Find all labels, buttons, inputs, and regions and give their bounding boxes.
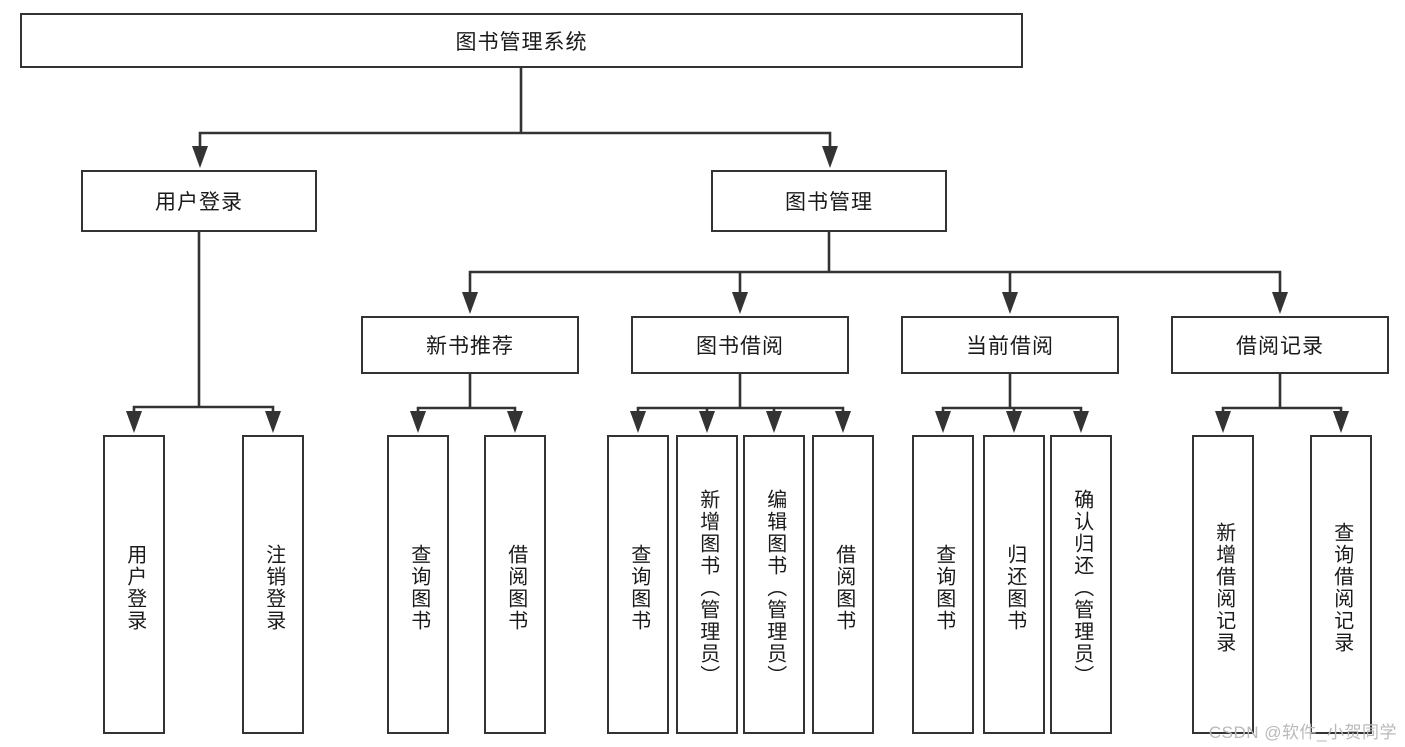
- arrow-to-leaf-borrow-book-2: [835, 411, 851, 433]
- arrow-to-leaf-query-book-3: [935, 411, 951, 433]
- node-label: 当前借阅: [966, 335, 1054, 358]
- node-label: 图书借阅: [696, 335, 784, 358]
- leaf-node-leaf-query-book-2[interactable]: 查询图书: [607, 435, 669, 734]
- level2-node-book-manage[interactable]: 图书管理: [711, 170, 947, 232]
- leaf-node-leaf-user-login[interactable]: 用户登录: [103, 435, 165, 734]
- arrow-to-leaf-return-book: [1006, 411, 1022, 433]
- node-label: 查询图书: [407, 543, 430, 632]
- node-label: 图书管理: [785, 191, 873, 214]
- arrow-to-leaf-confirm-return: [1073, 411, 1089, 433]
- arrow-to-leaf-user-login: [126, 411, 142, 433]
- leaf-node-leaf-borrow-book-2[interactable]: 借阅图书: [812, 435, 874, 734]
- node-label: 查询图书: [932, 543, 955, 632]
- leaf-node-leaf-logout[interactable]: 注销登录: [242, 435, 304, 734]
- arrow-to-borrow-record: [1272, 292, 1288, 314]
- connector-user-login-bus: [132, 230, 275, 427]
- arrow-to-book-borrow: [732, 292, 748, 314]
- arrow-to-user-login: [192, 146, 208, 168]
- node-label: 新书推荐: [426, 335, 514, 358]
- connector-root-bus: [198, 66, 832, 162]
- connector-new-book-rec-bus: [416, 372, 517, 427]
- leaf-node-leaf-add-record[interactable]: 新增借阅记录: [1192, 435, 1254, 734]
- level3-node-current-borrow[interactable]: 当前借阅: [901, 316, 1119, 374]
- leaf-node-leaf-borrow-book-1[interactable]: 借阅图书: [484, 435, 546, 734]
- arrow-to-leaf-query-record: [1333, 411, 1349, 433]
- arrow-to-leaf-edit-book: [766, 411, 782, 433]
- node-label: 新增借阅记录: [1212, 521, 1235, 654]
- arrow-to-new-book-rec: [462, 292, 478, 314]
- connector-book-manage-bus: [468, 230, 1282, 308]
- node-label: 借阅图书: [832, 543, 855, 632]
- node-label: 查询图书: [627, 543, 650, 632]
- connector-book-borrow-bus: [636, 372, 845, 427]
- leaf-node-leaf-query-record[interactable]: 查询借阅记录: [1310, 435, 1372, 734]
- leaf-node-leaf-edit-book[interactable]: 编辑图书（管理员）: [743, 435, 805, 734]
- level3-node-new-book-rec[interactable]: 新书推荐: [361, 316, 579, 374]
- arrow-to-leaf-add-record: [1215, 411, 1231, 433]
- arrow-to-leaf-logout: [265, 411, 281, 433]
- leaf-node-leaf-query-book-3[interactable]: 查询图书: [912, 435, 974, 734]
- node-label: 借阅图书: [504, 543, 527, 632]
- node-label: 确认归还（管理员）: [1070, 488, 1093, 687]
- node-label: 新增图书（管理员）: [696, 488, 719, 687]
- leaf-node-leaf-confirm-return[interactable]: 确认归还（管理员）: [1050, 435, 1112, 734]
- node-label: 用户登录: [155, 191, 243, 214]
- arrow-to-current-borrow: [1002, 292, 1018, 314]
- node-label: 用户登录: [123, 543, 146, 632]
- leaf-node-leaf-query-book-1[interactable]: 查询图书: [387, 435, 449, 734]
- leaf-node-leaf-add-book[interactable]: 新增图书（管理员）: [676, 435, 738, 734]
- node-label: 注销登录: [262, 543, 285, 632]
- level3-node-book-borrow[interactable]: 图书借阅: [631, 316, 849, 374]
- node-label: 查询借阅记录: [1330, 521, 1353, 654]
- leaf-node-leaf-return-book[interactable]: 归还图书: [983, 435, 1045, 734]
- root-node[interactable]: 图书管理系统: [20, 13, 1023, 68]
- arrow-to-leaf-query-book-1: [410, 411, 426, 433]
- level2-node-user-login[interactable]: 用户登录: [81, 170, 317, 232]
- connector-borrow-record-bus: [1221, 372, 1343, 427]
- arrow-to-leaf-borrow-book-1: [507, 411, 523, 433]
- arrow-to-book-manage: [822, 146, 838, 168]
- level3-node-borrow-record[interactable]: 借阅记录: [1171, 316, 1389, 374]
- connector-current-borrow-bus: [941, 372, 1083, 427]
- node-label: 图书管理系统: [455, 30, 588, 54]
- node-label: 借阅记录: [1236, 335, 1324, 358]
- arrow-to-leaf-add-book: [699, 411, 715, 433]
- arrow-to-leaf-query-book-2: [630, 411, 646, 433]
- watermark: CSDN @软件_小贺同学: [1208, 723, 1397, 742]
- node-label: 编辑图书（管理员）: [763, 488, 786, 687]
- node-label: 归还图书: [1003, 543, 1026, 632]
